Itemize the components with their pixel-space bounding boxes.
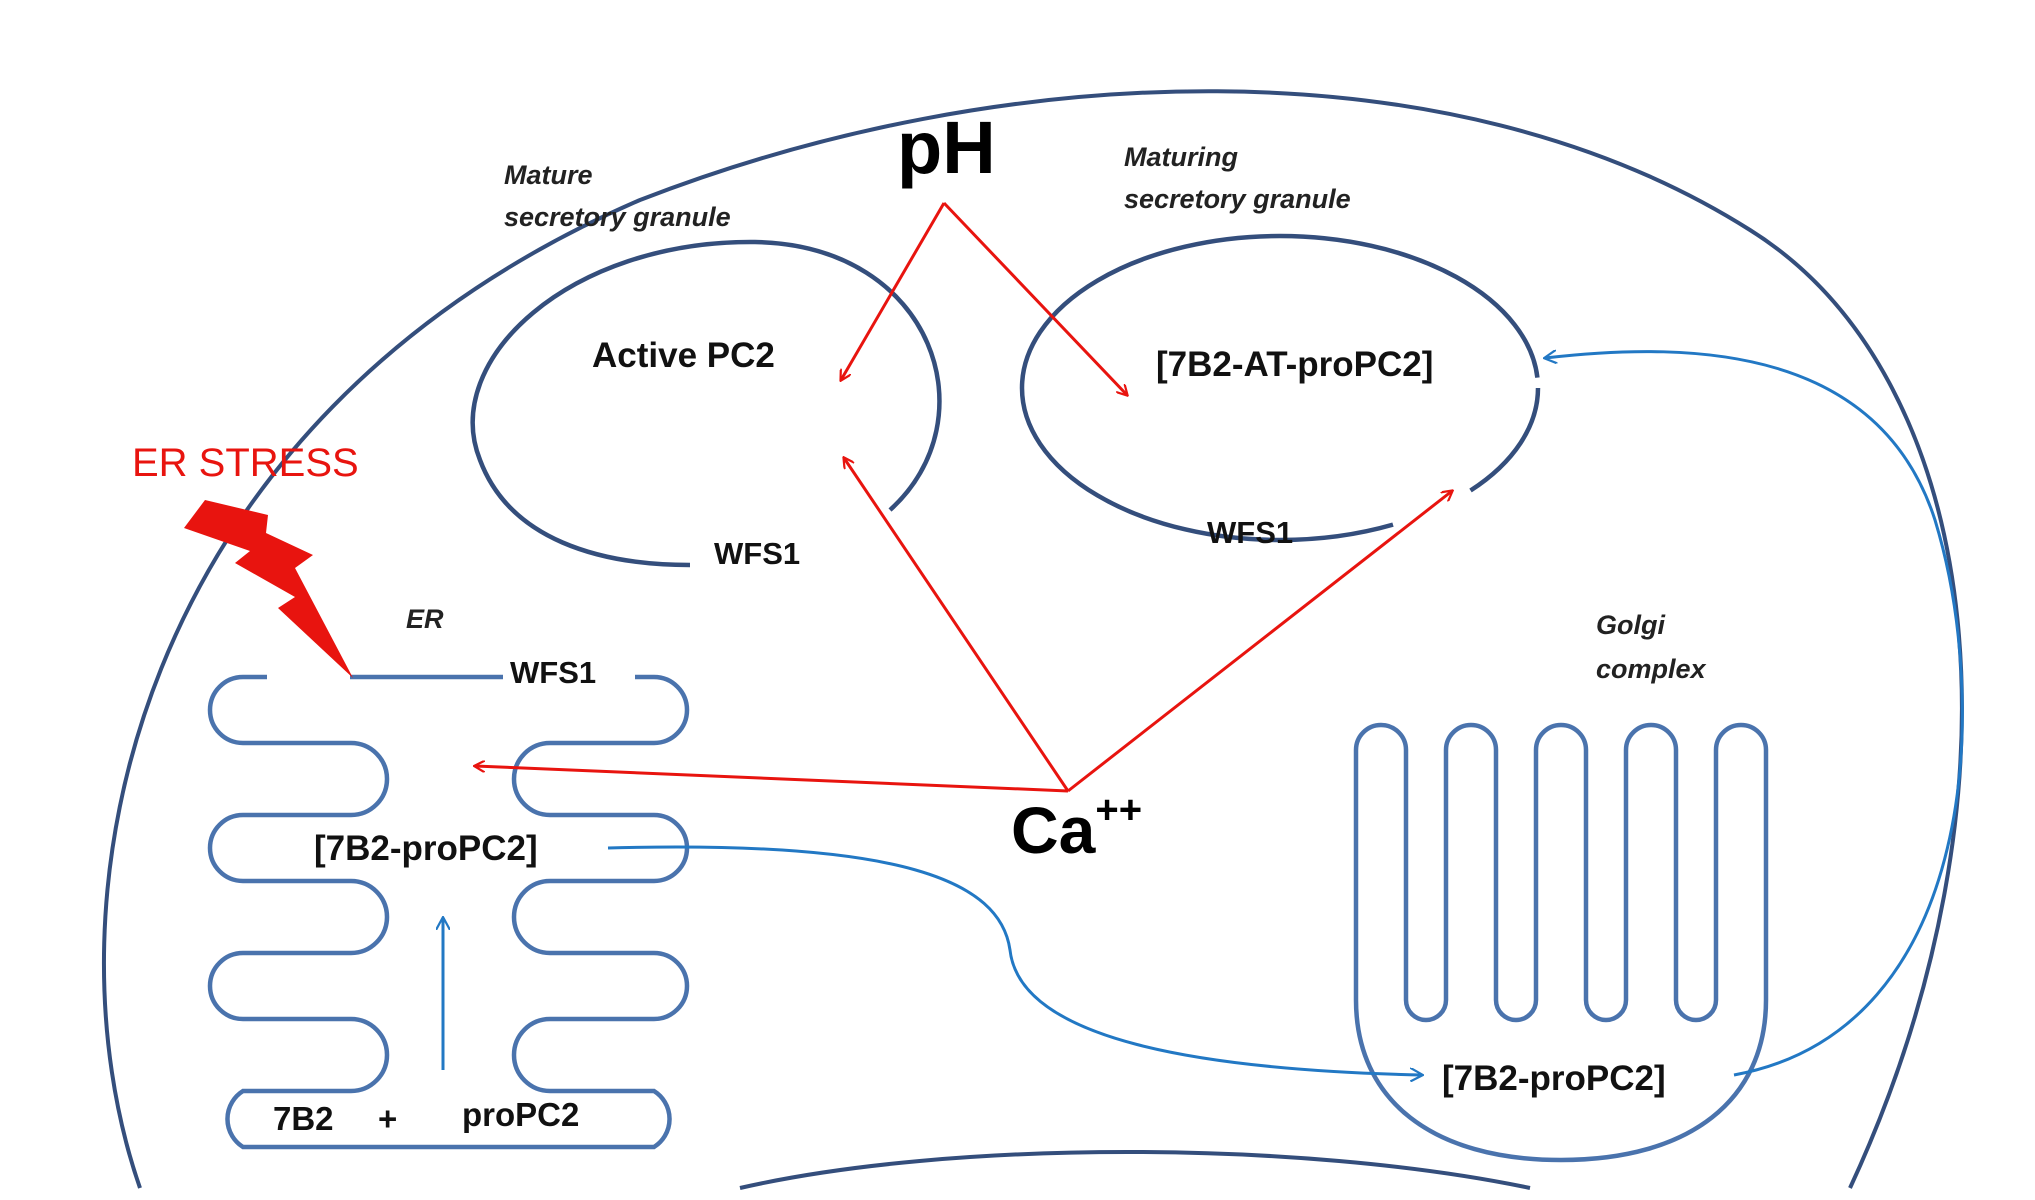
lightning-bolt-icon [184, 500, 353, 678]
mature-granule-label-line2: secretory granule [504, 202, 731, 232]
plus-label: + [378, 1100, 397, 1137]
ca-to-active-pc2-arrow [844, 458, 1070, 792]
golgi-complex [1353, 722, 1769, 1163]
golgi-to-maturing-arrow [1545, 352, 1964, 1077]
ph-to-active-pc2-arrow [841, 202, 946, 380]
ca-to-maturing-arrow [1067, 491, 1452, 793]
golgi-label-line2: complex [1596, 654, 1707, 684]
active-pc2-label: Active PC2 [592, 336, 775, 375]
nucleus-edge [739, 1150, 1531, 1190]
mature-granule-membrane [470, 239, 942, 568]
mature-granule-label-line1: Mature [504, 160, 593, 190]
maturing-granule-membrane [1019, 233, 1541, 543]
ph-label: pH [897, 106, 996, 189]
propc2-label: proPC2 [462, 1096, 579, 1133]
seven-b2-label: 7B2 [273, 1100, 334, 1137]
ph-to-maturing-arrow [942, 201, 1127, 395]
ca-to-er-arrow [475, 766, 1069, 793]
maturing-granule-label-line1: Maturing [1124, 142, 1238, 172]
wfs1-mature-label: WFS1 [714, 536, 800, 571]
cell-membrane [102, 89, 1964, 1189]
golgi-complex-label: [7B2-proPC2] [1442, 1059, 1666, 1098]
maturing-granule-label-line2: secretory granule [1124, 184, 1351, 214]
er-stress-label: ER STRESS [132, 441, 359, 485]
wfs1-er-label: WFS1 [510, 655, 596, 690]
er-complex-label: [7B2-proPC2] [314, 829, 538, 868]
wfs1-maturing-label: WFS1 [1207, 515, 1293, 550]
er-membrane [207, 674, 690, 1150]
er-to-golgi-arrow [607, 845, 1422, 1075]
er-label: ER [406, 604, 444, 634]
golgi-label-line1: Golgi [1596, 610, 1665, 640]
ca-label-superscript: ++ [1095, 788, 1142, 832]
ca-label: Ca++ [1011, 788, 1142, 867]
ca-label-base: Ca [1011, 793, 1097, 867]
maturing-complex-label: [7B2-AT-proPC2] [1156, 345, 1433, 384]
